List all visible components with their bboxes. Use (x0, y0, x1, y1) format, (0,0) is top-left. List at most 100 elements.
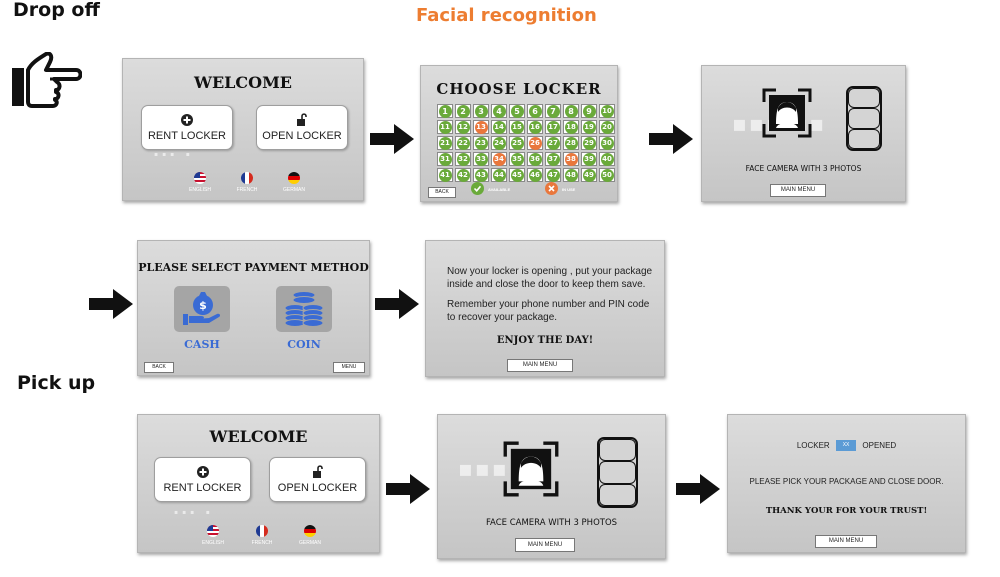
locker-available: 44 (492, 168, 506, 182)
locker-available: 31 (438, 152, 452, 166)
locker-cell[interactable]: 47 (545, 168, 561, 182)
locker-cell[interactable]: 17 (545, 120, 561, 134)
enjoy-message: ENJOY THE DAY! (496, 335, 594, 346)
locker-cell[interactable]: 35 (509, 152, 525, 166)
locker-cell[interactable]: 2 (455, 104, 471, 118)
locker-cell[interactable]: 12 (455, 120, 471, 134)
locker-cell[interactable]: 7 (545, 104, 561, 118)
locker-cell[interactable]: 29 (581, 136, 597, 150)
hand-pointing-right-icon (12, 52, 82, 108)
locker-cell[interactable]: 39 (581, 152, 597, 166)
locker-available: 35 (510, 152, 524, 166)
locker-cell[interactable]: 16 (527, 120, 543, 134)
locker-cell[interactable]: 28 (563, 136, 579, 150)
drop-off-welcome-screen: ··· · WELCOME RENT LOCKER OPEN LOCKER EN… (122, 58, 364, 201)
locker-cell[interactable]: 22 (455, 136, 471, 150)
locker-cell[interactable]: 32 (455, 152, 471, 166)
locker-cell[interactable]: 42 (455, 168, 471, 182)
locker-cell[interactable]: 14 (491, 120, 507, 134)
locker-cell[interactable]: 38 (563, 152, 579, 166)
language-german[interactable]: GERMAN (299, 540, 321, 546)
coin-option[interactable] (276, 286, 332, 332)
locker-cell[interactable]: 48 (563, 168, 579, 182)
locker-available: 40 (600, 152, 614, 166)
german-flag-icon[interactable] (288, 172, 300, 184)
rent-locker-button[interactable]: RENT LOCKER (154, 457, 251, 502)
locker-opened-line: LOCKER XX OPENED (728, 440, 965, 451)
language-english[interactable]: ENGLISH (189, 187, 211, 193)
pick-up-face-camera-screen: ▪▪▪ ▪▪ FACE CAMERA WITH 3 PHOTOS MAIN ME… (437, 414, 666, 559)
locker-cell[interactable]: 37 (545, 152, 561, 166)
cash-option[interactable]: $ (174, 286, 230, 332)
locker-available: 3 (474, 104, 488, 118)
locker-cell[interactable]: 50 (599, 168, 615, 182)
right-arrow-icon (370, 124, 414, 154)
locker-cell[interactable]: 3 (473, 104, 489, 118)
locker-cell[interactable]: 27 (545, 136, 561, 150)
rent-locker-button[interactable]: RENT LOCKER (141, 105, 233, 150)
locker-cell[interactable]: 45 (509, 168, 525, 182)
locker-cell[interactable]: 18 (563, 120, 579, 134)
locker-cell[interactable]: 23 (473, 136, 489, 150)
locker-cell[interactable]: 24 (491, 136, 507, 150)
locker-cell[interactable]: 11 (437, 120, 453, 134)
language-french[interactable]: FRENCH (251, 540, 273, 546)
us-flag-icon[interactable] (207, 525, 219, 537)
open-locker-button[interactable]: OPEN LOCKER (256, 105, 348, 150)
locker-cell[interactable]: 36 (527, 152, 543, 166)
welcome-title: WELCOME (209, 427, 308, 446)
locker-cell[interactable]: 8 (563, 104, 579, 118)
locker-cell[interactable]: 43 (473, 168, 489, 182)
locker-cell[interactable]: 40 (599, 152, 615, 166)
locker-available: 47 (546, 168, 560, 182)
locker-available: 32 (456, 152, 470, 166)
locker-in-use: 34 (492, 152, 506, 166)
locker-cell[interactable]: 46 (527, 168, 543, 182)
locker-cell[interactable]: 1 (437, 104, 453, 118)
locker-cell[interactable]: 4 (491, 104, 507, 118)
german-flag-icon[interactable] (304, 525, 316, 537)
locker-cell[interactable]: 9 (581, 104, 597, 118)
locker-available: 24 (492, 136, 506, 150)
french-flag-icon[interactable] (256, 525, 268, 537)
open-locker-button[interactable]: OPEN LOCKER (269, 457, 366, 502)
main-menu-button[interactable]: MAIN MENU (770, 184, 826, 197)
main-menu-button[interactable]: MAIN MENU (507, 359, 573, 372)
main-menu-button[interactable]: MAIN MENU (815, 535, 877, 548)
locker-cell[interactable]: 41 (437, 168, 453, 182)
locker-cell[interactable]: 26 (527, 136, 543, 150)
locker-cell[interactable]: 20 (599, 120, 615, 134)
locker-available: 5 (510, 104, 524, 118)
locker-cell[interactable]: 31 (437, 152, 453, 166)
locker-available: 4 (492, 104, 506, 118)
locker-cell[interactable]: 13 (473, 120, 489, 134)
language-english[interactable]: ENGLISH (202, 540, 224, 546)
us-flag-icon[interactable] (194, 172, 206, 184)
main-menu-button[interactable]: MAIN MENU (515, 538, 575, 552)
locker-cell[interactable]: 44 (491, 168, 507, 182)
locker-cell[interactable]: 25 (509, 136, 525, 150)
locker-cell[interactable]: 15 (509, 120, 525, 134)
locker-cell[interactable]: 19 (581, 120, 597, 134)
back-button[interactable]: BACK (428, 187, 456, 198)
locker-cell[interactable]: 33 (473, 152, 489, 166)
locker-cell[interactable]: 5 (509, 104, 525, 118)
locker-cell[interactable]: 30 (599, 136, 615, 150)
payment-method-screen: PLEASE SELECT PAYMENT METHOD $ (137, 240, 370, 376)
language-french[interactable]: FRENCH (236, 187, 258, 193)
locker-cell[interactable]: 6 (527, 104, 543, 118)
french-flag-icon[interactable] (241, 172, 253, 184)
locker-cell[interactable]: 34 (491, 152, 507, 166)
menu-button[interactable]: MENU (333, 362, 365, 373)
locker-cell[interactable]: 49 (581, 168, 597, 182)
back-button[interactable]: BACK (144, 362, 174, 373)
locker-cell[interactable]: 21 (437, 136, 453, 150)
language-german[interactable]: GERMAN (283, 187, 305, 193)
locker-available: 28 (564, 136, 578, 150)
plus-circle-icon (181, 113, 193, 126)
locker-cell[interactable]: 10 (599, 104, 615, 118)
locker-available: 10 (600, 104, 614, 118)
opening-message: Now your locker is opening , put your pa… (447, 266, 653, 290)
locker-available: 14 (492, 120, 506, 134)
locker-available: 11 (438, 120, 452, 134)
